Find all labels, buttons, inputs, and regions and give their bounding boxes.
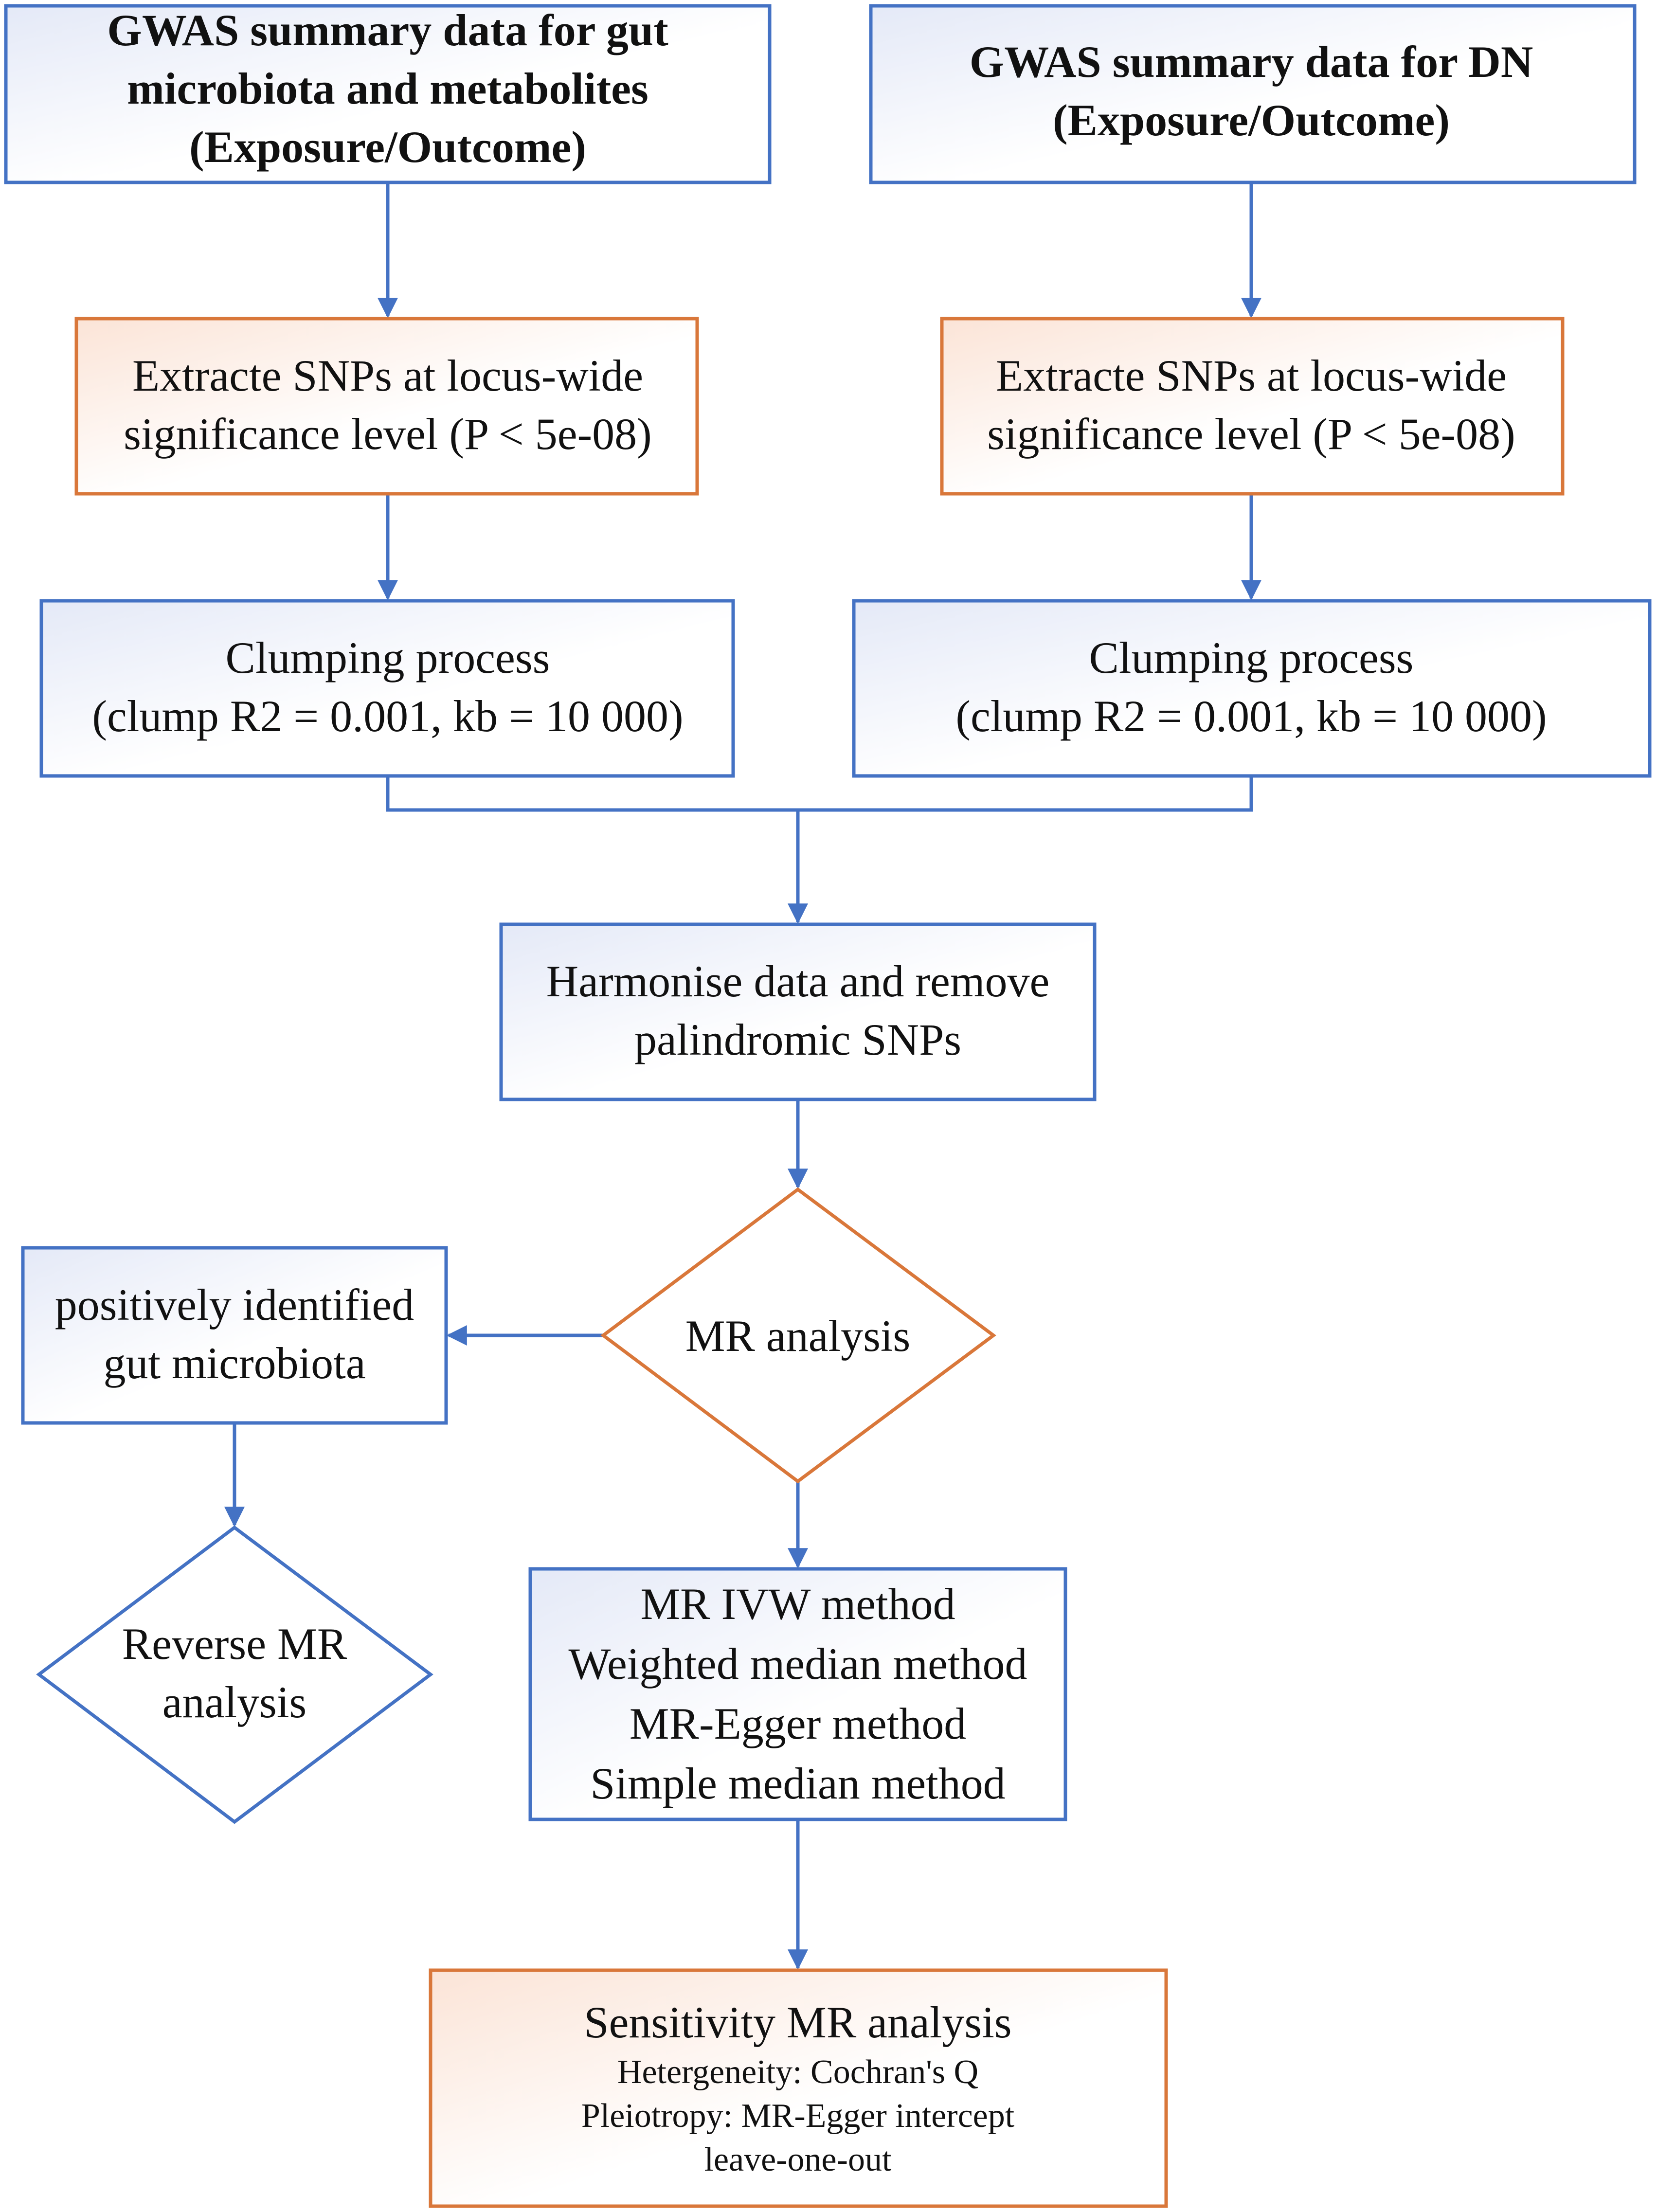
- methods-line: Simple median method: [590, 1759, 1005, 1808]
- sensitivity-detail-line: Pleiotropy: MR-Egger intercept: [581, 2097, 1015, 2135]
- gwas-gut-line: (Exposure/Outcome): [189, 122, 586, 172]
- clump-right-line: (clump R2 = 0.001, kb = 10 000): [955, 691, 1547, 741]
- extract-left-line: Extracte SNPs at locus-wide: [132, 351, 643, 400]
- node-mr-analysis-text: MR analysis: [685, 1311, 911, 1361]
- positively-line: gut microbiota: [103, 1338, 365, 1388]
- methods-line: MR-Egger method: [630, 1699, 966, 1748]
- node-harmonise: Harmonise data and remove palindromic SNP…: [499, 922, 1097, 1101]
- node-clump-right-text: Clumping process (clump R2 = 0.001, kb = …: [955, 633, 1547, 741]
- sensitivity-title: Sensitivity MR analysis: [584, 1997, 1011, 2047]
- methods-line: Weighted median method: [569, 1639, 1027, 1689]
- node-reverse-mr: Reverse MR analysis: [36, 1525, 433, 1824]
- gwas-dn-line: GWAS summary data for DN: [970, 37, 1533, 87]
- node-extract-left-text: Extracte SNPs at locus-wide significance …: [124, 351, 652, 459]
- node-positively: positively identified gut microbiota: [21, 1246, 448, 1425]
- clump-left-line: Clumping process: [226, 633, 550, 683]
- node-gwas-dn: GWAS summary data for DN (Exposure/Outcom…: [869, 4, 1637, 184]
- extract-right-line: significance level (P < 5e-08): [987, 409, 1515, 459]
- node-sensitivity: Sensitivity MR analysis Hetergeneity: Co…: [429, 1968, 1168, 2208]
- node-mr-analysis: MR analysis: [600, 1187, 996, 1484]
- node-harmonise-text: Harmonise data and remove palindromic SNP…: [546, 956, 1050, 1064]
- node-extract-right-text: Extracte SNPs at locus-wide significance …: [987, 351, 1515, 459]
- sensitivity-detail-line: leave-one-out: [704, 2141, 892, 2178]
- positively-line: positively identified: [55, 1280, 414, 1330]
- gwas-gut-line: GWAS summary data for gut: [107, 5, 668, 55]
- reverse-mr-line: Reverse MR: [122, 1619, 347, 1669]
- node-clump-right: Clumping process (clump R2 = 0.001, kb = …: [852, 599, 1652, 778]
- merge-line: [386, 776, 1253, 812]
- mr-analysis-line: MR analysis: [685, 1311, 911, 1361]
- node-reverse-mr-text: Reverse MR analysis: [122, 1619, 347, 1727]
- node-gwas-gut: GWAS summary data for gut microbiota and …: [4, 4, 772, 184]
- node-extract-right: Extracte SNPs at locus-wide significance …: [940, 317, 1565, 496]
- node-clump-left: Clumping process (clump R2 = 0.001, kb = …: [39, 599, 735, 778]
- extract-right-line: Extracte SNPs at locus-wide: [996, 351, 1507, 400]
- gwas-dn-line: (Exposure/Outcome): [1053, 95, 1450, 145]
- node-positively-text: positively identified gut microbiota: [55, 1280, 414, 1388]
- reverse-mr-line: analysis: [162, 1677, 306, 1727]
- node-extract-left: Extracte SNPs at locus-wide significance …: [74, 317, 699, 496]
- connectors: [224, 182, 1261, 1970]
- extract-left-line: significance level (P < 5e-08): [124, 409, 652, 459]
- node-gwas-dn-text: GWAS summary data for DN (Exposure/Outcom…: [970, 37, 1533, 145]
- sensitivity-detail-line: Hetergeneity: Cochran's Q: [617, 2053, 978, 2091]
- sensitivity-details: Hetergeneity: Cochran's Q Pleiotropy: MR-…: [581, 2053, 1015, 2178]
- node-gwas-gut-text: GWAS summary data for gut microbiota and …: [107, 5, 668, 172]
- methods-line: MR IVW method: [640, 1579, 955, 1629]
- node-clump-left-text: Clumping process (clump R2 = 0.001, kb = …: [92, 633, 683, 741]
- clump-left-line: (clump R2 = 0.001, kb = 10 000): [92, 691, 683, 741]
- clump-right-line: Clumping process: [1089, 633, 1414, 683]
- gwas-gut-line: microbiota and metabolites: [127, 64, 648, 113]
- harmonise-line: Harmonise data and remove: [546, 956, 1050, 1006]
- harmonise-line: palindromic SNPs: [634, 1015, 961, 1064]
